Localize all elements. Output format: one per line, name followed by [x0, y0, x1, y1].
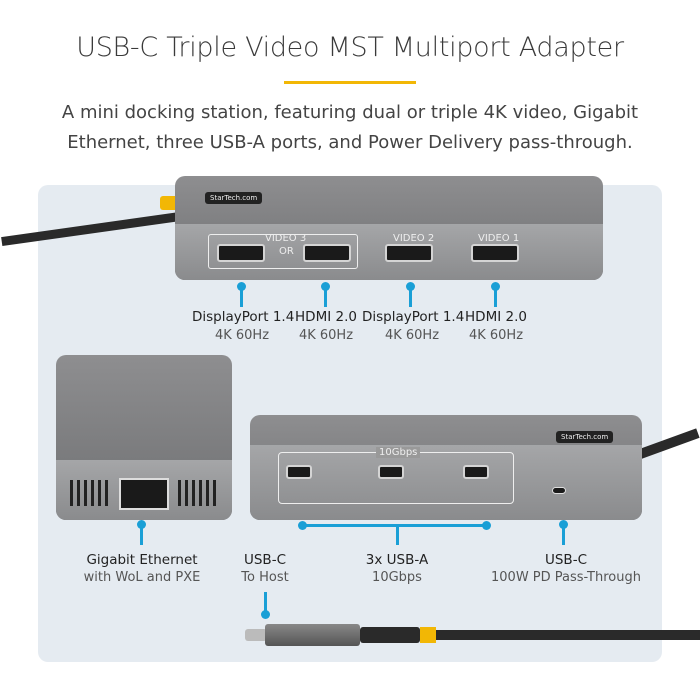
- callout-line: [324, 285, 327, 307]
- port-spec: 4K 60Hz: [384, 328, 440, 343]
- usb-a-port: [286, 465, 312, 479]
- usb-a-port: [463, 465, 489, 479]
- callout-line: [264, 592, 267, 612]
- callout-line: [409, 285, 412, 307]
- port-name: HDMI 2.0: [465, 309, 527, 325]
- brand-logo: StarTech.com: [556, 431, 614, 443]
- port-name: 3x USB-A: [365, 552, 429, 568]
- brand-logo: StarTech.com: [205, 192, 263, 204]
- adapter-top-view: StarTech.com VIDEO 3 OR VIDEO 2 VIDEO 1: [175, 176, 603, 280]
- title-underline: [284, 81, 416, 84]
- port-name: DisplayPort 1.4: [362, 309, 465, 325]
- adapter-front-view: StarTech.com 10Gbps: [250, 415, 642, 520]
- port-spec: 4K 60Hz: [214, 328, 270, 343]
- usb-bracket: [302, 524, 486, 527]
- usb-a-port: [378, 465, 404, 479]
- ethernet-port: [119, 478, 169, 510]
- port-spec: To Host: [241, 570, 289, 585]
- or-label: OR: [279, 246, 294, 257]
- usb-speed-label: 10Gbps: [376, 447, 421, 458]
- usb-c-plug: [245, 629, 267, 641]
- hdmi-3: [303, 244, 351, 262]
- usb-c-connector: [265, 624, 360, 646]
- subtitle-line-2: Ethernet, three USB-A ports, and Power D…: [67, 132, 633, 153]
- port-spec: with WoL and PXE: [83, 570, 201, 585]
- displayport-3: [217, 244, 265, 262]
- host-cable: [436, 630, 700, 640]
- callout-line: [494, 285, 497, 307]
- port-name: DisplayPort 1.4: [192, 309, 295, 325]
- hdmi-1: [471, 244, 519, 262]
- port-spec: 4K 60Hz: [468, 328, 524, 343]
- callout-line: [240, 285, 243, 307]
- vent: [70, 480, 108, 506]
- callout-line: [562, 523, 565, 545]
- port-name: USB-C: [544, 552, 587, 568]
- port-spec: 100W PD Pass-Through: [491, 570, 641, 585]
- vent: [178, 480, 216, 506]
- callout-dot: [298, 521, 307, 530]
- displayport-2: [385, 244, 433, 262]
- port-spec: 10Gbps: [372, 570, 422, 585]
- adapter-side-view: [56, 355, 232, 520]
- callout-dot: [482, 521, 491, 530]
- callout-line: [140, 523, 143, 545]
- page-title: USB-C Triple Video MST Multiport Adapter: [76, 32, 624, 63]
- port-name: HDMI 2.0: [295, 309, 357, 325]
- callout-dot: [261, 610, 270, 619]
- video2-label: VIDEO 2: [393, 233, 435, 244]
- video3-label: VIDEO 3: [265, 233, 307, 244]
- video1-label: VIDEO 1: [478, 233, 520, 244]
- video3-group: [208, 234, 358, 269]
- callout-line: [396, 524, 399, 545]
- port-name: Gigabit Ethernet: [86, 552, 198, 568]
- subtitle-line-1: A mini docking station, featuring dual o…: [61, 102, 639, 123]
- usb-c-port: [552, 487, 566, 494]
- port-name: USB-C: [243, 552, 286, 568]
- port-spec: 4K 60Hz: [298, 328, 354, 343]
